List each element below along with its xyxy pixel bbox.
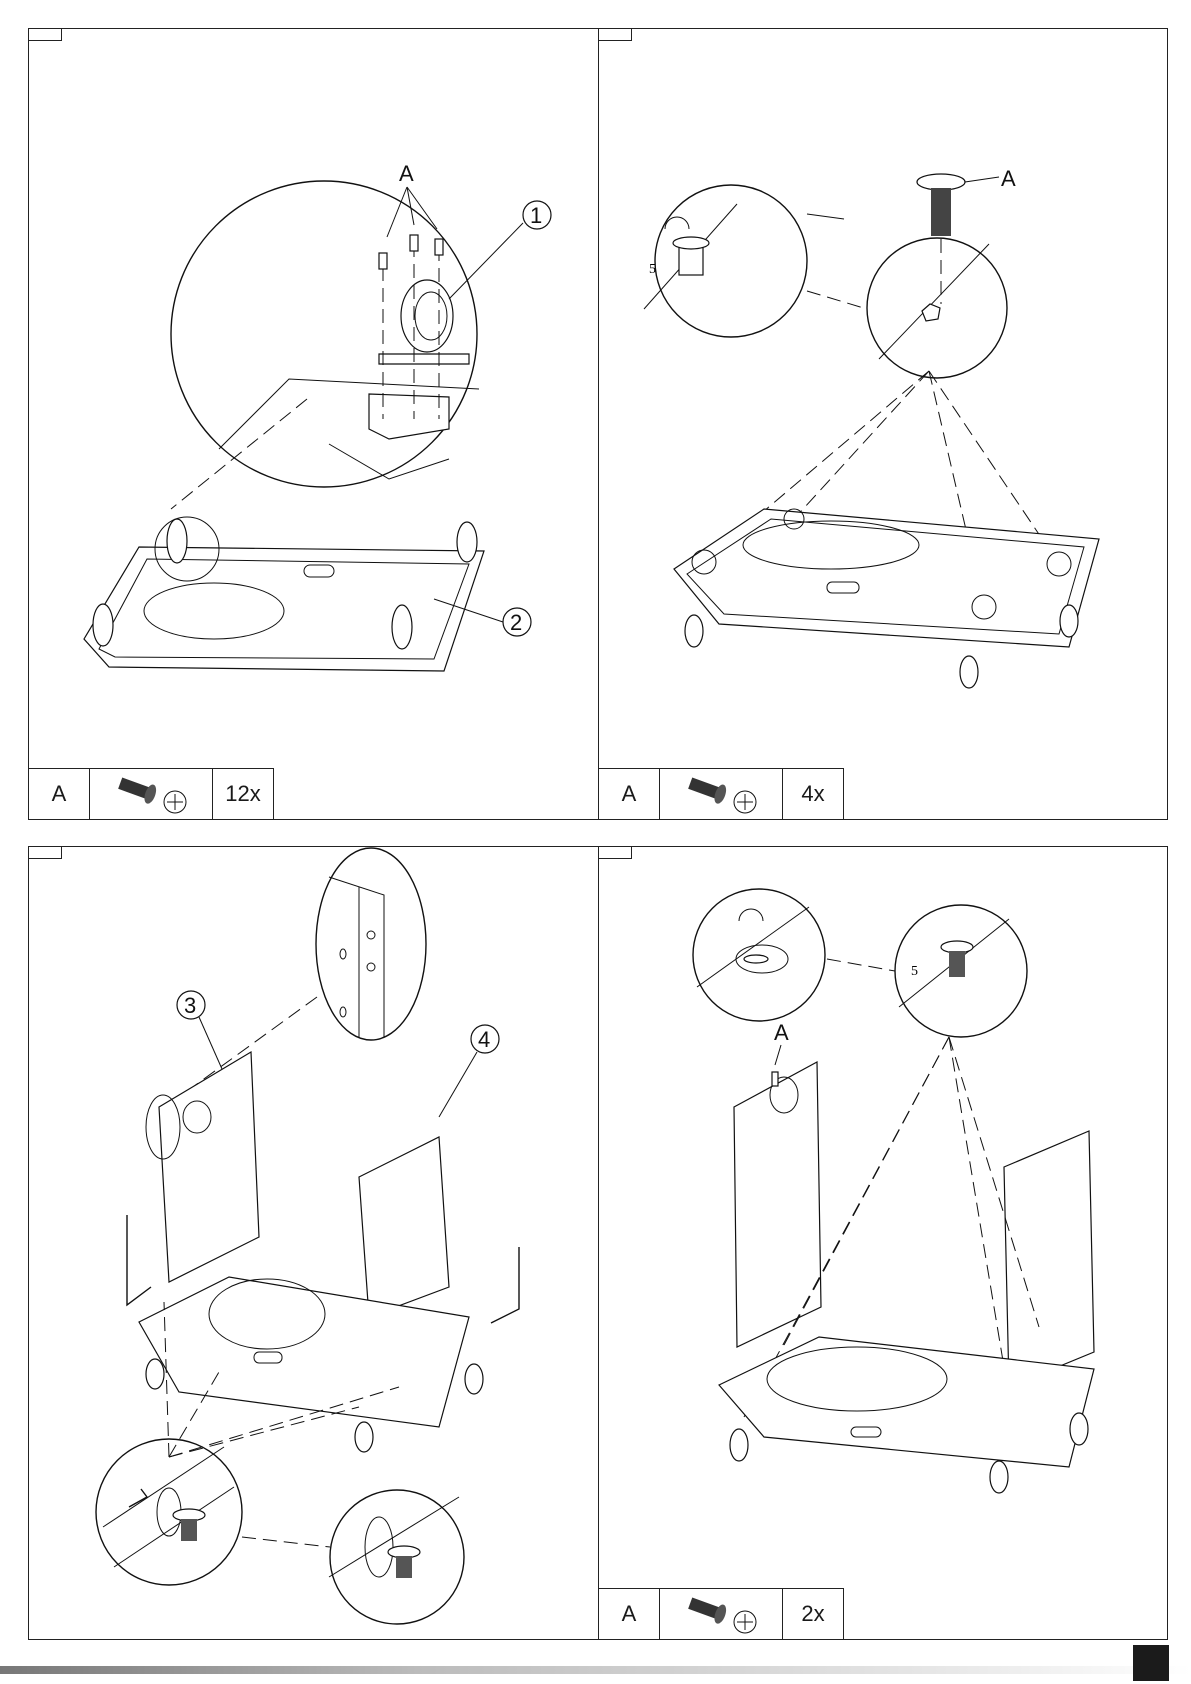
parts-list: A 12x (28, 768, 273, 820)
part-quantity: 12x (212, 768, 274, 820)
part-quantity: 2x (782, 1588, 844, 1640)
screw-and-phillips-head-icon (89, 768, 213, 820)
callout-number-3: 3 (184, 993, 196, 1018)
side-panel-fastening-illustration: 5 A (599, 847, 1169, 1641)
step-panel-3: 3 4 (28, 846, 599, 1640)
callout-number-2: 2 (510, 610, 522, 635)
caster-assembly-illustration: A 1 2 (29, 29, 600, 821)
page-corner-marker (1133, 1645, 1169, 1681)
part-quantity: 4x (782, 768, 844, 820)
step-panel-4: 5 A A 2x (598, 846, 1168, 1640)
parts-list: A 2x (598, 1588, 843, 1640)
callout-label-a: A (774, 1020, 789, 1045)
callout-label-a: A (1001, 166, 1016, 191)
dimension-label: 5 (649, 262, 656, 277)
screw-and-phillips-head-icon (659, 1588, 783, 1640)
side-panel-installation-illustration: 3 4 (29, 847, 600, 1641)
callout-label-a: A (399, 161, 414, 186)
leveling-screw-illustration: 5 A (599, 29, 1169, 821)
callout-number-1: 1 (530, 203, 542, 228)
step-panel-1: A 1 2 A 12x (28, 28, 599, 820)
part-letter: A (28, 768, 90, 820)
screw-and-phillips-head-icon (659, 768, 783, 820)
part-letter: A (598, 1588, 660, 1640)
dimension-label: 5 (911, 964, 918, 979)
callout-number-4: 4 (478, 1027, 490, 1052)
part-letter: A (598, 768, 660, 820)
step-panel-2: 5 A A 4x (598, 28, 1168, 820)
footer-gradient-bar (0, 1666, 1191, 1674)
parts-list: A 4x (598, 768, 843, 820)
